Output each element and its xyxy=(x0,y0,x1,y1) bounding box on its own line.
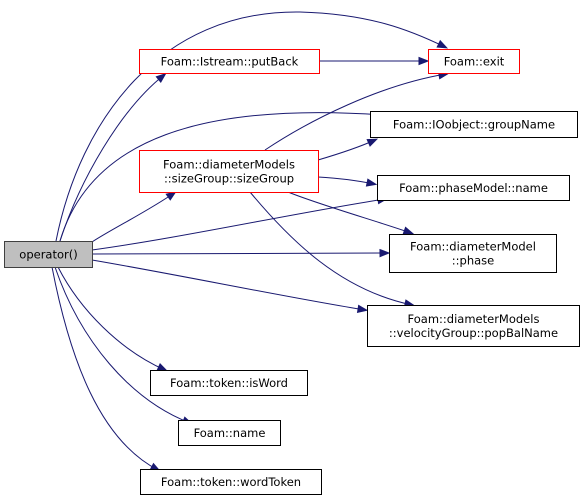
arrowhead xyxy=(418,56,430,66)
node-isword[interactable]: Foam::token::isWord xyxy=(150,370,308,396)
node-box xyxy=(139,150,319,193)
node-box xyxy=(389,234,557,273)
edge-line xyxy=(264,73,447,151)
node-name[interactable]: Foam::name xyxy=(178,420,281,446)
node-box xyxy=(178,420,281,446)
arrowhead xyxy=(365,178,378,187)
edge-istream_putback-to-exit xyxy=(319,56,430,66)
node-popbalname[interactable]: Foam::diameterModels::velocityGroup::pop… xyxy=(367,305,580,347)
node-label: Foam::exit xyxy=(444,55,505,69)
node-label: Foam::Istream::putBack xyxy=(161,55,299,69)
node-label: Foam::name xyxy=(194,426,266,440)
node-label: ::sizeGroup::sizeGroup xyxy=(164,172,294,186)
edges-layer xyxy=(51,11,450,472)
edge-operator-to-phasemodel_name xyxy=(91,195,389,251)
edge-operator-to-sizegroup xyxy=(91,191,177,243)
node-label: operator() xyxy=(19,248,77,262)
edge-sizegroup-to-exit xyxy=(264,71,450,151)
node-groupname[interactable]: Foam::IOobject::groupName xyxy=(370,111,578,138)
arrowhead xyxy=(366,138,379,147)
node-label: ::phase xyxy=(452,254,494,268)
node-phasemodel-name[interactable]: Foam::phaseModel::name xyxy=(377,175,570,201)
edge-sizegroup-to-groupname xyxy=(317,138,379,161)
edge-line xyxy=(91,198,386,251)
edge-operator-to-isword xyxy=(57,266,169,372)
arrowhead xyxy=(155,72,167,84)
node-label: Foam::IOobject::groupName xyxy=(393,118,555,132)
node-wordtoken[interactable]: Foam::token::wordToken xyxy=(140,469,322,495)
node-diametermodel-phase[interactable]: Foam::diameterModel::phase xyxy=(389,234,557,273)
node-istream-putback[interactable]: Foam::Istream::putBack xyxy=(139,49,320,74)
edge-line xyxy=(91,192,175,243)
node-label: Foam::diameterModel xyxy=(410,240,536,254)
node-sizegroup[interactable]: Foam::diameterModels::sizeGroup::sizeGro… xyxy=(139,150,319,193)
edge-line xyxy=(91,259,366,311)
node-label: ::velocityGroup::popBalName xyxy=(389,326,558,340)
node-box xyxy=(377,175,570,201)
edge-line xyxy=(317,176,375,185)
node-box xyxy=(4,241,93,268)
arrowhead xyxy=(156,363,169,372)
edge-line xyxy=(249,191,413,306)
edge-sizegroup-to-diametermodel_phase xyxy=(287,191,415,235)
arrowhead xyxy=(436,39,449,49)
nodes-layer: operator() Foam::Istream::putBack Foam::ex… xyxy=(4,49,580,495)
edge-line xyxy=(317,139,376,161)
arrowhead xyxy=(356,304,369,313)
node-box xyxy=(370,111,578,138)
node-box xyxy=(428,49,520,74)
edge-operator-to-diametermodel_phase xyxy=(91,248,391,258)
edge-line xyxy=(51,266,159,471)
node-label: Foam::token::isWord xyxy=(170,376,288,390)
edge-line xyxy=(57,266,166,371)
node-exit[interactable]: Foam::exit xyxy=(428,49,520,74)
node-box xyxy=(139,49,320,74)
arrowhead xyxy=(402,226,415,235)
edge-operator-to-popbalname xyxy=(91,259,369,313)
node-box xyxy=(140,469,322,495)
node-label: Foam::phaseModel::name xyxy=(399,181,548,195)
edge-line xyxy=(91,252,388,255)
node-box xyxy=(150,370,308,396)
node-label: Foam::diameterModels xyxy=(163,158,295,172)
edge-line xyxy=(55,11,446,242)
edge-operator-to-wordtoken xyxy=(51,266,161,472)
edge-line xyxy=(59,112,398,242)
node-label: Foam::token::wordToken xyxy=(161,475,301,489)
edge-line xyxy=(54,266,191,424)
node-box xyxy=(367,305,580,347)
edge-operator-to-exit xyxy=(55,11,449,242)
arrowhead xyxy=(165,191,177,201)
node-label: Foam::diameterModels xyxy=(408,312,540,326)
edge-sizegroup-to-phasemodel_name xyxy=(317,176,378,187)
edge-line xyxy=(287,191,412,234)
node-operator[interactable]: operator() xyxy=(4,241,93,268)
arrowhead xyxy=(379,248,391,258)
